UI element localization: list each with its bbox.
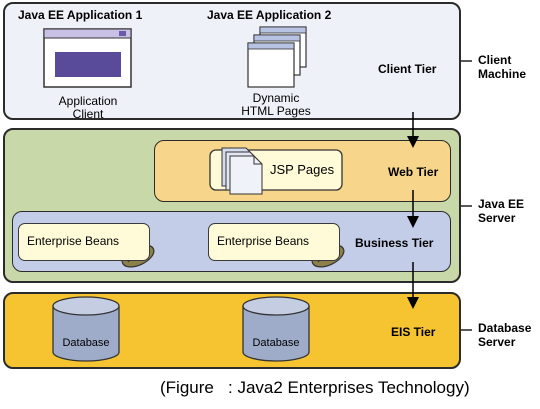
database-icon-2 [242, 296, 310, 362]
java-ee-server-line1: Java EE [478, 197, 525, 211]
database-server-label: Database Server [478, 321, 531, 349]
dynamic-html-pages-icon [247, 26, 307, 88]
jsp-document-icon [221, 147, 263, 195]
app2-title: Java EE Application 2 [207, 8, 332, 22]
jsp-pages-label: JSP Pages [270, 162, 335, 177]
web-tier-label: Web Tier [388, 165, 439, 179]
app2-label-line2: HTML Pages [241, 104, 311, 118]
business-tier-label: Business Tier [355, 236, 434, 250]
client-machine-label: Client Machine [478, 53, 526, 81]
enterprise-beans-label-1: Enterprise Beans [27, 234, 120, 248]
java-ee-server-line2: Server [478, 211, 516, 225]
app1-label-line2: Client [72, 107, 104, 121]
database-label-1: Database [62, 337, 110, 349]
java-ee-server-label: Java EE Server [478, 197, 524, 225]
application-client-window-icon [43, 28, 132, 88]
database-label-2: Database [252, 337, 300, 349]
enterprise-beans-box-2: Enterprise Beans [208, 223, 340, 261]
database-server-line1: Database [478, 321, 532, 335]
client-tier-label: Client Tier [378, 62, 437, 76]
client-machine-line1: Client [478, 53, 512, 67]
client-machine-line2: Machine [478, 67, 527, 81]
app1-title: Java EE Application 1 [18, 8, 143, 22]
app1-label-line1: Application [58, 94, 118, 108]
database-icon-1 [52, 296, 120, 362]
enterprise-beans-box-1: Enterprise Beans [18, 223, 150, 261]
eis-tier-label: EIS Tier [391, 325, 436, 339]
database-server-line2: Server [478, 335, 516, 349]
app2-label-line1: Dynamic [252, 91, 300, 105]
figure-caption: (Figure : Java2 Enterprises Technology) [160, 378, 470, 397]
enterprise-beans-label-2: Enterprise Beans [217, 234, 310, 248]
